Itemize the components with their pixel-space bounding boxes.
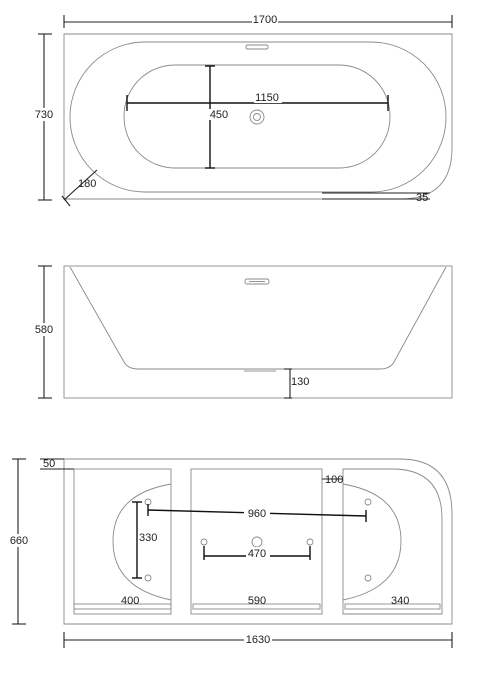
center-left-screw-icon <box>200 538 208 546</box>
right-panel-strip <box>344 603 441 610</box>
drain-height-label: 130 <box>291 376 309 388</box>
base-drain-icon <box>251 536 263 548</box>
length-label-bg <box>252 14 278 26</box>
right-top-screw-icon <box>364 498 372 506</box>
base-height-label: 660 <box>10 535 28 547</box>
inner-length-label: 1150 <box>255 92 279 104</box>
base-left-panel <box>73 468 172 615</box>
top-view-outer-outline <box>63 33 453 200</box>
top-view-basin <box>123 64 391 169</box>
corner-offset-label: 180 <box>78 178 96 190</box>
left-foot-shape <box>112 483 172 601</box>
center-foot-span-label-bg <box>246 547 270 559</box>
center-right-screw-icon <box>306 538 314 546</box>
inner-width-label: 450 <box>210 109 228 121</box>
width-label: 730 <box>35 109 53 121</box>
right-bottom-screw-icon <box>364 574 372 582</box>
drain-inner-icon <box>253 113 261 121</box>
base-length-label-bg <box>244 632 272 644</box>
side-view-tub-profile <box>69 266 447 370</box>
width-label-bg <box>32 108 56 121</box>
base-center-panel <box>190 468 323 615</box>
side-overflow-icon <box>244 278 270 285</box>
center-panel-strip <box>192 603 321 610</box>
corner-gap-label: 100 <box>325 474 343 486</box>
inner-length-label-bg <box>254 92 282 103</box>
base-right-panel <box>342 468 443 615</box>
side-view-outer-outline <box>63 265 453 399</box>
base-length-label: 1630 <box>246 634 270 646</box>
base-view: 50 100 960 330 470 400 590 340 660 <box>6 458 453 648</box>
edge-offset-label: 35 <box>416 192 428 204</box>
left-foot-height-label: 330 <box>139 532 157 544</box>
corner-offset-leader <box>63 169 98 201</box>
right-foot-shape <box>342 483 402 601</box>
wall-offset-label: 50 <box>43 458 55 470</box>
left-bottom-screw-icon <box>144 574 152 582</box>
left-foot-height-label-bg <box>138 530 160 542</box>
overflow-icon <box>245 44 269 50</box>
left-panel-strip <box>73 603 172 610</box>
top-view-rim <box>69 41 447 193</box>
center-foot-span-label: 470 <box>248 548 266 560</box>
corner-offset-tick <box>61 195 71 207</box>
right-panel-label: 340 <box>391 595 409 607</box>
drain-outer-icon <box>249 109 265 125</box>
foot-span-label-bg <box>244 506 270 518</box>
base-view-outer-outline <box>63 458 453 625</box>
left-panel-label: 400 <box>121 595 139 607</box>
length-label: 1700 <box>253 14 277 26</box>
center-panel-label: 590 <box>248 595 266 607</box>
height-label: 580 <box>35 324 53 336</box>
base-height-label-bg <box>6 534 32 547</box>
foot-span-label: 960 <box>248 508 266 520</box>
height-label-bg <box>31 323 57 336</box>
side-view: 580 130 <box>31 265 453 399</box>
top-view: 1700 730 1150 450 180 35 <box>32 14 453 207</box>
inner-width-label-bg <box>207 109 231 120</box>
